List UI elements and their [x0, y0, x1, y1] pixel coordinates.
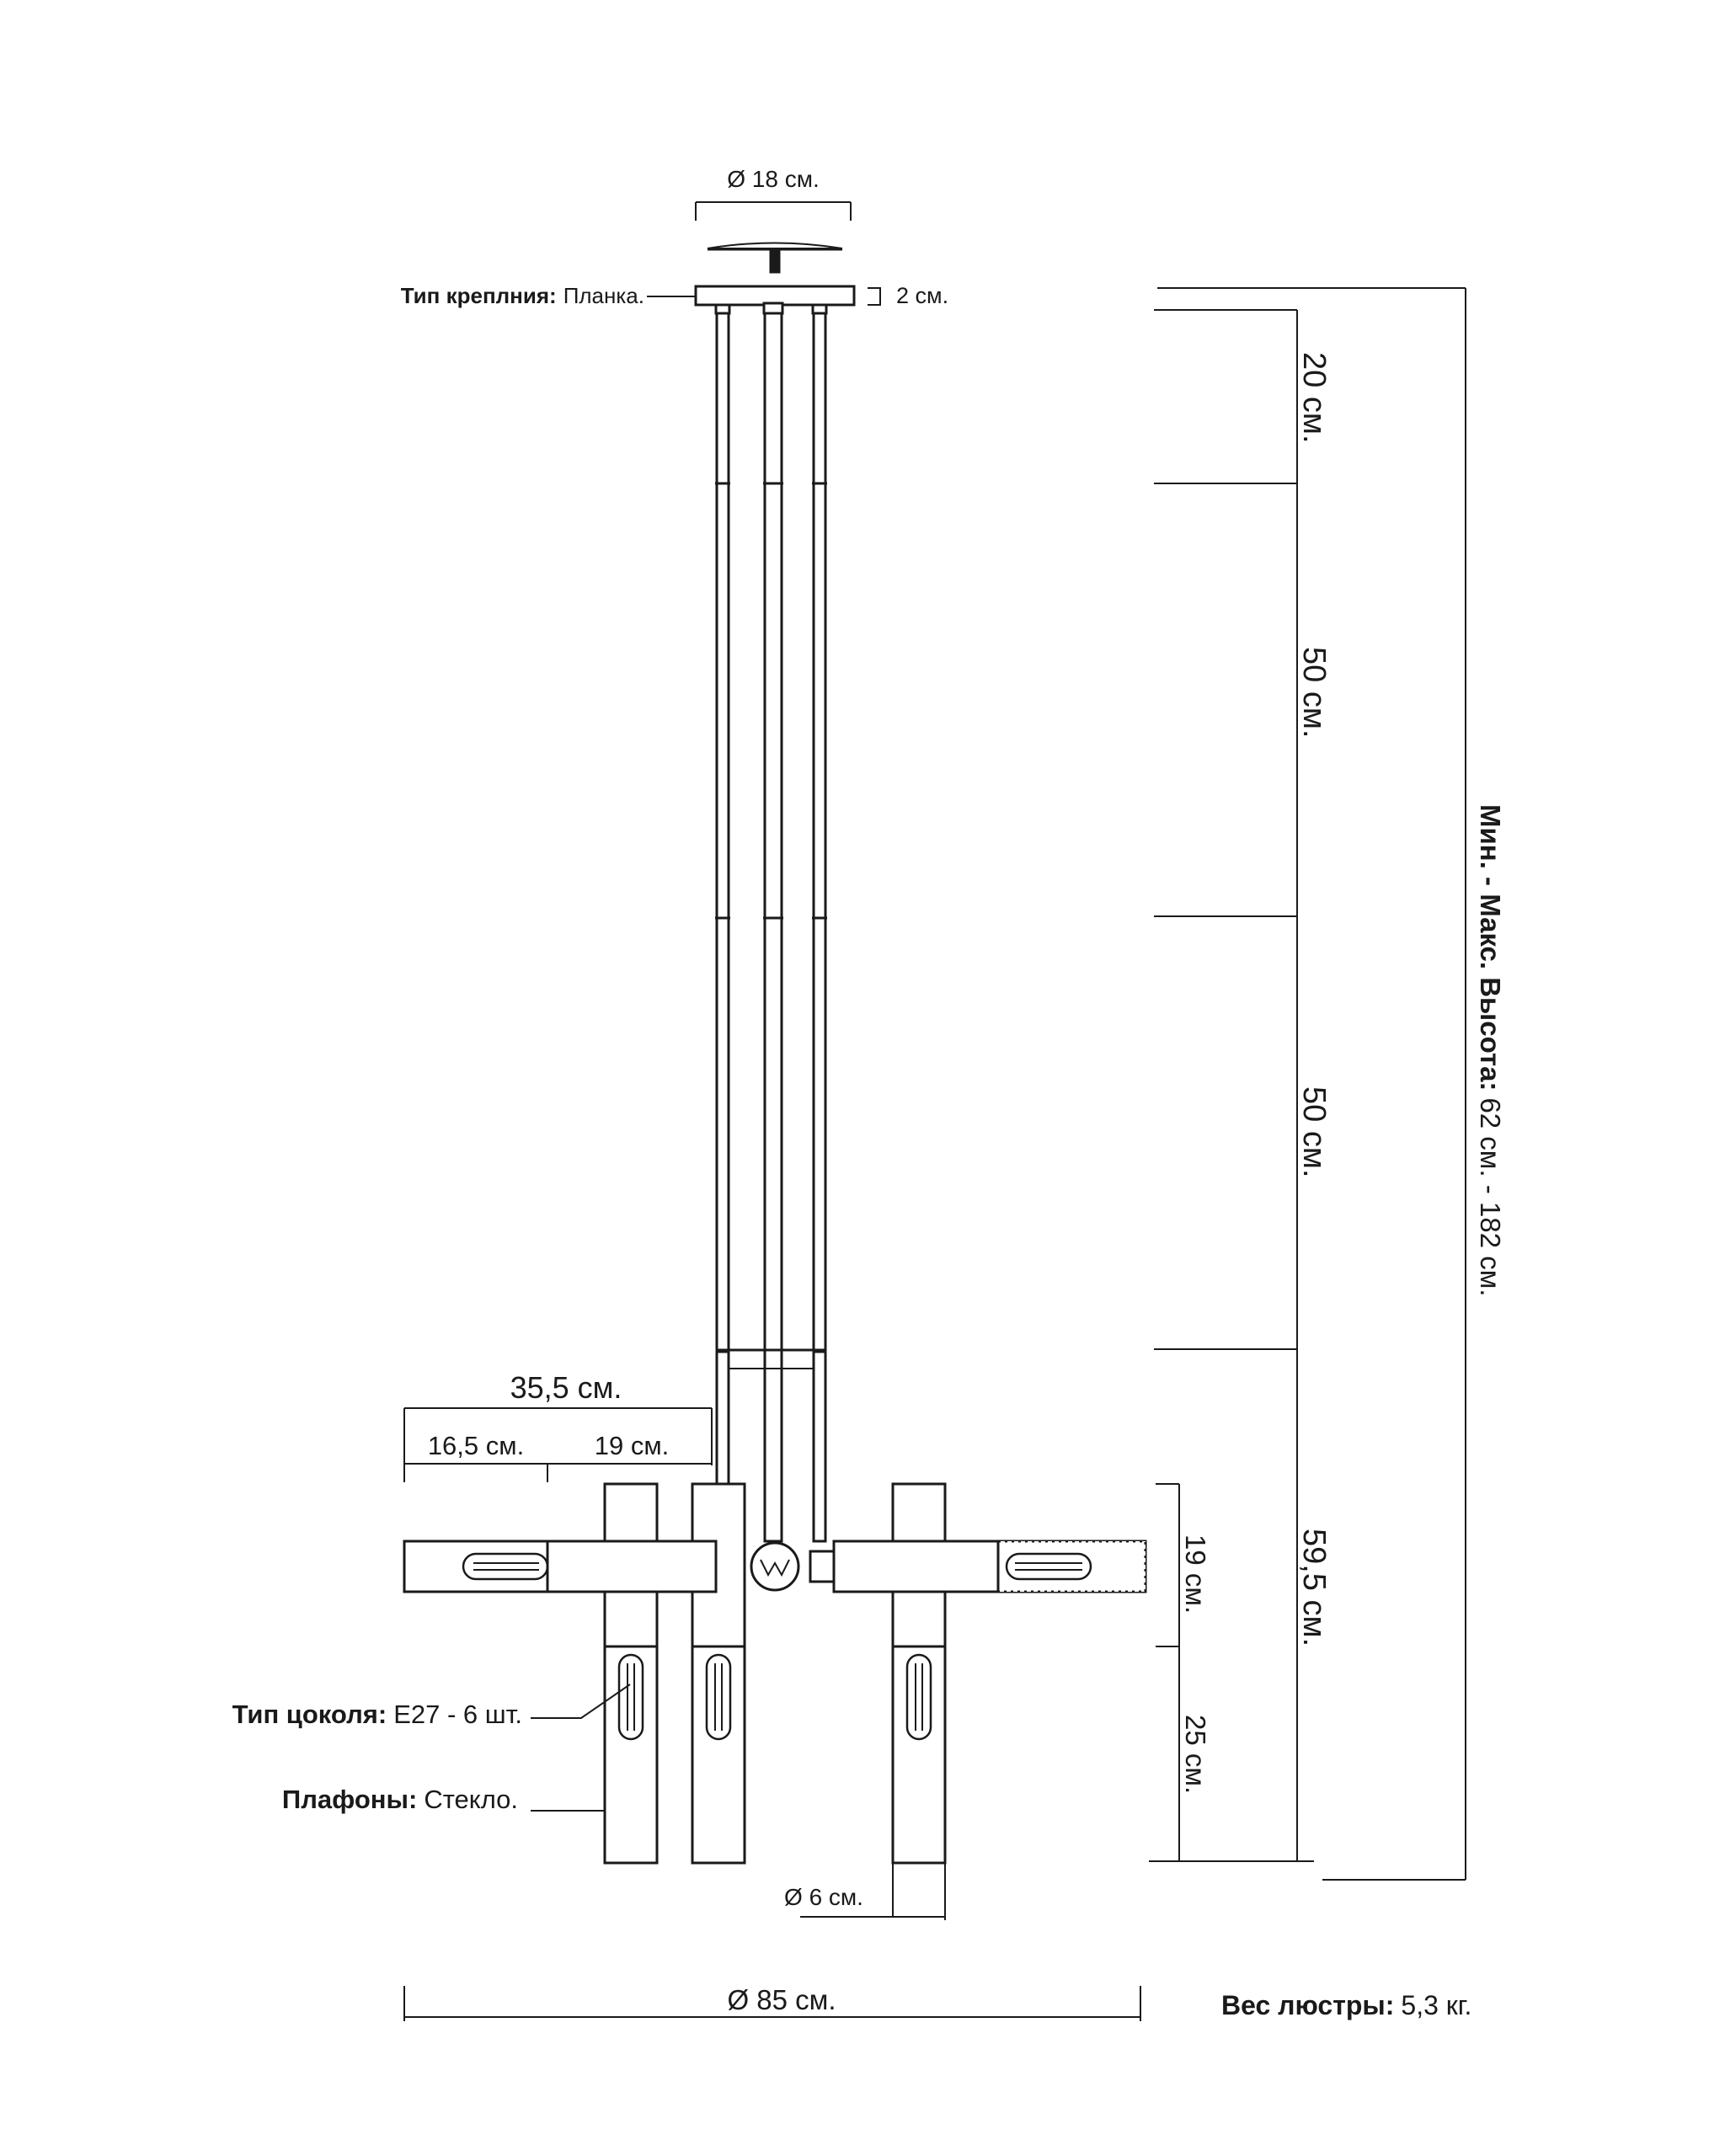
chandelier-body: [403, 1482, 1147, 1865]
canopy-diameter-dimension: Ø 18 см.: [695, 166, 852, 221]
suspension-rods: [714, 302, 828, 1543]
rod-3-label: 50 см.: [1296, 1086, 1332, 1178]
body-height-label: 59,5 см.: [1296, 1529, 1332, 1646]
socket-key: Тип цоколя:: [232, 1700, 387, 1729]
mount-type-value: Планка.: [563, 283, 644, 308]
socket-callout: Тип цоколя:E27 - 6 шт.: [232, 1684, 631, 1729]
svg-text:Тип креплния:Планка.: Тип креплния:Планка.: [401, 283, 644, 308]
rod-2-label: 50 см.: [1296, 647, 1332, 739]
height-spec-key: Мин. - Макс. Высота:: [1475, 804, 1506, 1091]
arm-dimensions: 35,5 см. 16,5 см. 19 см.: [403, 1370, 713, 1482]
arm-block-height-label: 19 см.: [1180, 1534, 1211, 1614]
rod-dimension-chain: 20 см. 50 см. 50 см. 59,5 см.: [1154, 309, 1332, 1861]
shade-diameter-label: Ø 6 см.: [784, 1884, 863, 1910]
svg-text:Тип цоколя:E27 - 6 шт.: Тип цоколя:E27 - 6 шт.: [232, 1700, 522, 1729]
socket-value: E27 - 6 шт.: [393, 1700, 522, 1729]
shade-diameter-dimension: Ø 6 см.: [784, 1863, 946, 1920]
shade-height-label: 25 см.: [1180, 1715, 1211, 1794]
total-diameter-dimension: Ø 85 см.: [403, 1984, 1141, 2021]
shade-value: Стекло.: [424, 1785, 518, 1814]
svg-text:Плафоны:Стекло.: Плафоны:Стекло.: [282, 1785, 518, 1814]
overall-height-dimension: Мин. - Макс. Высота: 62 см. - 182 см.: [1157, 287, 1506, 1881]
canopy: [694, 242, 856, 307]
canopy-height-label: 2 см.: [896, 283, 948, 308]
weight-spec: Вес люстры:5,3 кг.: [1221, 1990, 1471, 2020]
svg-text:Мин. - Макс. Высота:62 см. - 1: Мин. - Макс. Высота: 62 см. - 182 см.: [1475, 804, 1506, 1297]
shade-key: Плафоны:: [282, 1785, 417, 1814]
mount-type-label: Тип креплния:Планка.: [401, 283, 696, 308]
rod-1-label: 20 см.: [1296, 352, 1332, 444]
arm-outer-label: 16,5 см.: [428, 1431, 524, 1460]
total-diameter-label: Ø 85 см.: [727, 1984, 836, 2015]
mount-type-key: Тип креплния:: [401, 283, 557, 308]
shade-callout: Плафоны:Стекло.: [282, 1785, 605, 1814]
arm-total-label: 35,5 см.: [510, 1370, 622, 1405]
height-spec-value: 62 см. - 182 см.: [1475, 1097, 1506, 1296]
canopy-diameter-label: Ø 18 см.: [727, 166, 820, 192]
fixture-dimension-chain: 19 см. 25 см.: [1156, 1483, 1211, 1861]
arm-inner-label: 19 см.: [595, 1431, 670, 1460]
canopy-height-dimension: 2 см.: [868, 283, 948, 308]
